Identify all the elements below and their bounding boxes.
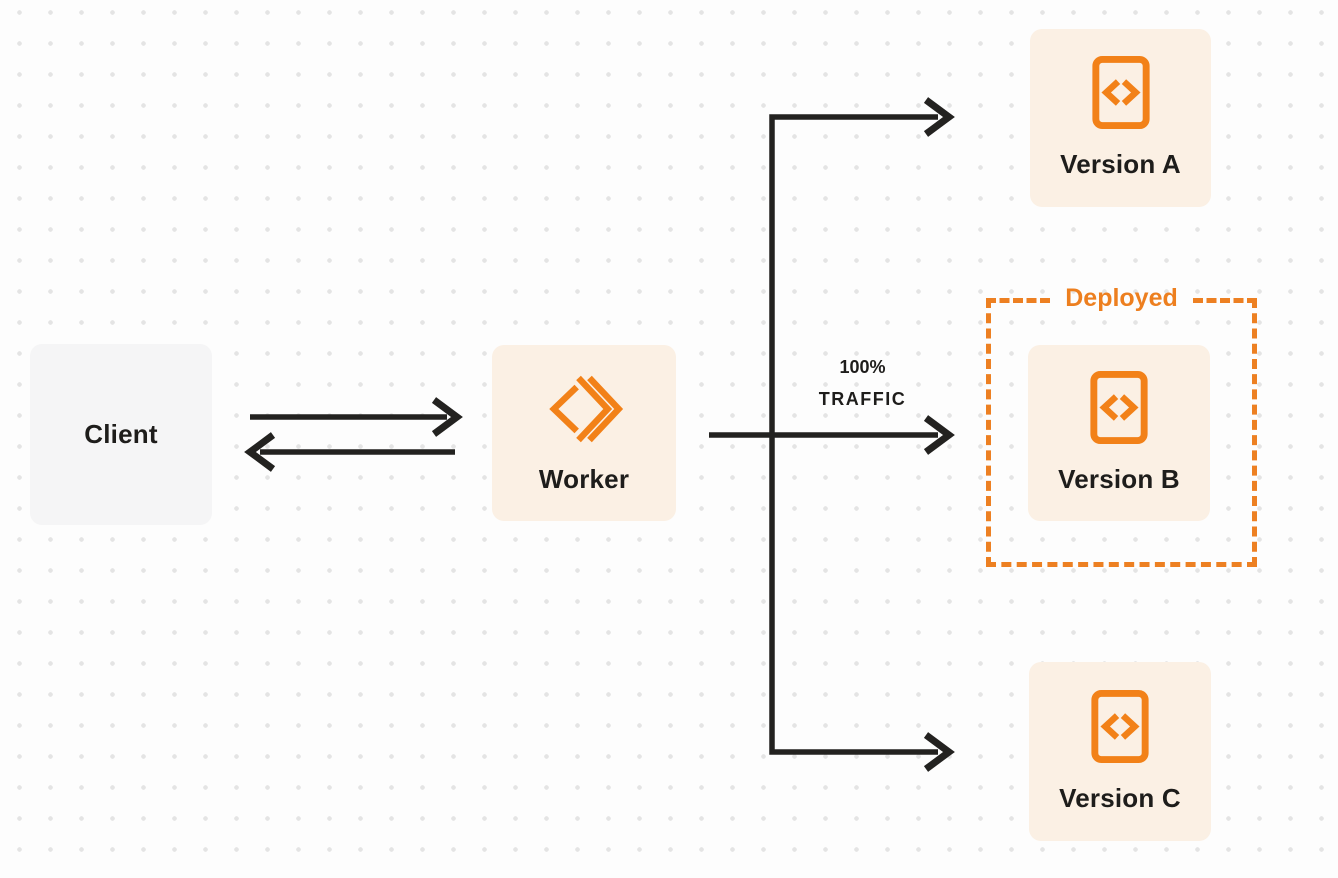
deployed-border-top-left	[986, 298, 1050, 303]
worker-label: Worker	[538, 463, 630, 494]
client-label: Client	[84, 419, 158, 449]
version-a-node: Version A	[1030, 29, 1211, 207]
arrow-to-version-c	[923, 732, 955, 772]
version-c-label: Version C	[1059, 782, 1181, 813]
arrow-worker-to-client	[244, 432, 455, 472]
version-b-label: Version B	[1058, 464, 1180, 494]
version-b-node: Version B	[1028, 345, 1210, 521]
version-a-label: Version A	[1060, 149, 1181, 179]
cloudflare-workers-icon	[542, 372, 626, 446]
arrow-client-to-worker	[250, 397, 463, 437]
client-node: Client	[30, 344, 212, 525]
code-file-icon	[1091, 56, 1150, 129]
arrow-worker-to-version-b	[709, 415, 955, 455]
deployed-border-top-right	[1193, 298, 1257, 303]
traffic-label: 100% TRAFFIC	[780, 351, 945, 415]
code-file-icon	[1090, 371, 1148, 444]
arrow-to-version-a	[923, 97, 955, 137]
deployed-group: Deployed	[986, 285, 1257, 567]
deployed-label: Deployed	[1065, 284, 1178, 312]
traffic-word: TRAFFIC	[818, 389, 907, 409]
branch-line	[769, 114, 938, 755]
version-c-node: Version C	[1029, 662, 1211, 841]
worker-node: Worker	[492, 345, 676, 521]
traffic-percent: 100%	[839, 357, 886, 377]
code-file-icon	[1091, 689, 1149, 763]
